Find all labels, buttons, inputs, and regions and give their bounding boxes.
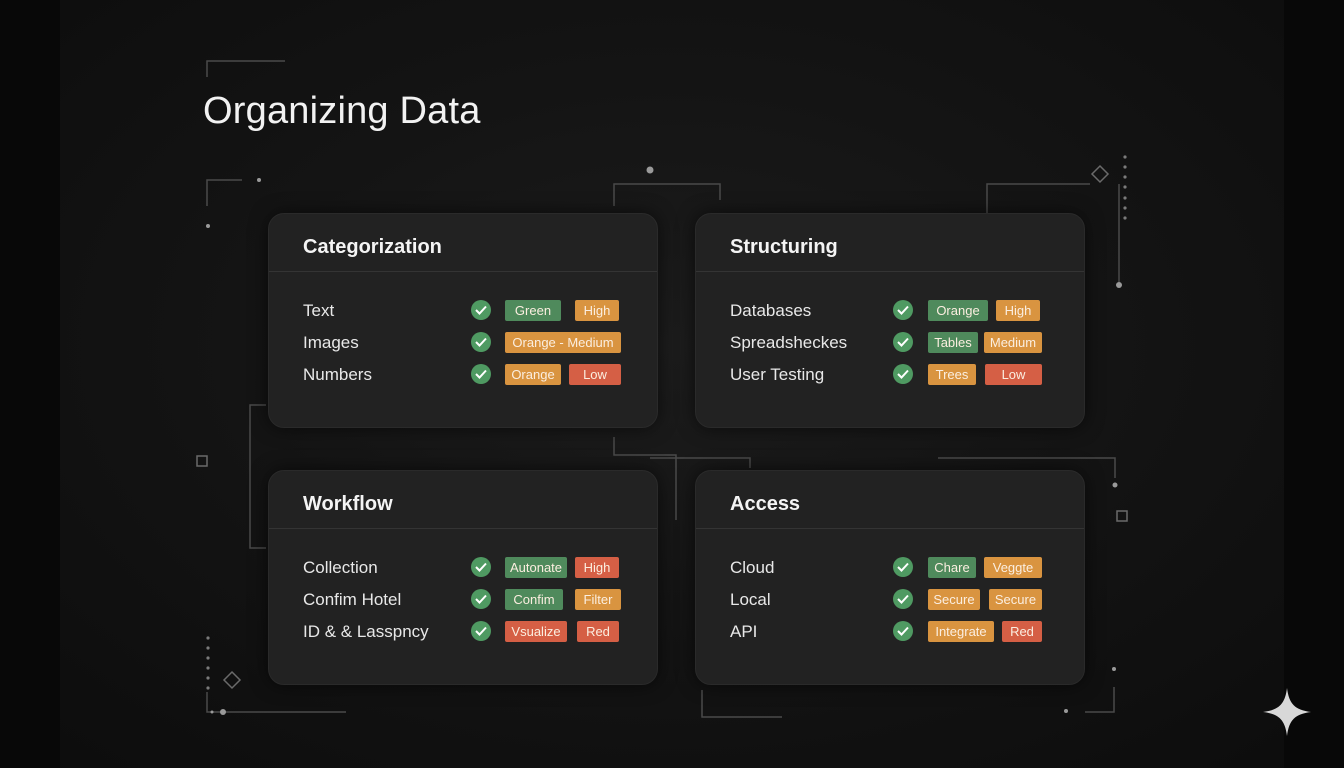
list-item: ID & & Lasspncy Vsualize Red xyxy=(303,620,657,644)
card-access: Access Cloud Chare Veggte Local Secure S… xyxy=(695,470,1085,685)
check-circle-icon xyxy=(893,332,913,352)
check-circle-icon xyxy=(471,364,491,384)
tag: Chare xyxy=(928,557,976,578)
tag: Medium xyxy=(984,332,1042,353)
check-circle-icon xyxy=(893,589,913,609)
tag: Filter xyxy=(575,589,621,610)
tag: Red xyxy=(577,621,619,642)
item-label: ID & & Lasspncy xyxy=(303,622,429,641)
right-edge-shade xyxy=(1284,0,1344,768)
item-label: Confim Hotel xyxy=(303,590,402,609)
tag: Veggte xyxy=(984,557,1042,578)
tag: Low xyxy=(985,364,1042,385)
card-divider xyxy=(269,528,657,529)
check-circle-icon xyxy=(471,332,491,352)
check-circle-icon xyxy=(471,557,491,577)
card-divider xyxy=(269,271,657,272)
tag: Integrate xyxy=(928,621,994,642)
item-label: API xyxy=(730,622,758,641)
tag: Orange xyxy=(505,364,561,385)
card-title: Categorization xyxy=(303,236,442,258)
list-item: API Integrate Red xyxy=(730,620,1084,644)
item-label: Numbers xyxy=(303,365,372,384)
list-item: User Testing Trees Low xyxy=(730,363,1084,387)
item-label: Cloud xyxy=(730,558,775,577)
card-title: Access xyxy=(730,493,801,515)
item-label: Local xyxy=(730,590,771,609)
item-label: Collection xyxy=(303,558,378,577)
check-circle-icon xyxy=(893,621,913,641)
check-circle-icon xyxy=(893,557,913,577)
tag: High xyxy=(575,557,619,578)
tag: High xyxy=(996,300,1040,321)
list-item: Numbers Orange Low xyxy=(303,363,657,387)
list-item: Cloud Chare Veggte xyxy=(730,556,1084,580)
check-circle-icon xyxy=(471,300,491,320)
tag: Green xyxy=(505,300,561,321)
tag: Secure xyxy=(928,589,980,610)
tag: Orange xyxy=(928,300,988,321)
tag: Autonate xyxy=(505,557,567,578)
card-divider xyxy=(696,271,1084,272)
page-title: Organizing Data xyxy=(203,90,481,132)
tag: High xyxy=(575,300,619,321)
check-circle-icon xyxy=(471,589,491,609)
tag: Tables xyxy=(928,332,978,353)
list-item: Collection Autonate High xyxy=(303,556,657,580)
card-title: Structuring xyxy=(730,236,838,258)
tag: Confim xyxy=(505,589,563,610)
left-edge-shade xyxy=(0,0,60,768)
card-title: Workflow xyxy=(303,493,393,515)
tag: Vsualize xyxy=(505,621,567,642)
card-workflow: Workflow Collection Autonate High Confim… xyxy=(268,470,658,685)
list-item: Images Orange - Medium xyxy=(303,331,657,355)
tag: Red xyxy=(1002,621,1042,642)
tag: Secure xyxy=(989,589,1042,610)
item-label: Text xyxy=(303,301,335,320)
sparkle-icon xyxy=(1263,688,1311,736)
card-divider xyxy=(696,528,1084,529)
check-circle-icon xyxy=(893,364,913,384)
check-circle-icon xyxy=(471,621,491,641)
list-item: Databases Orange High xyxy=(730,299,1084,323)
tag: Trees xyxy=(928,364,976,385)
check-circle-icon xyxy=(893,300,913,320)
card-structuring: Structuring Databases Orange High Spread… xyxy=(695,213,1085,428)
list-item: Confim Hotel Confim Filter xyxy=(303,588,657,612)
list-item: Spreadsheckes Tables Medium xyxy=(730,331,1084,355)
list-item: Text Green High xyxy=(303,299,657,323)
card-categorization: Categorization Text Green High Images Or… xyxy=(268,213,658,428)
tag: Low xyxy=(569,364,621,385)
list-item: Local Secure Secure xyxy=(730,588,1084,612)
tag: Orange - Medium xyxy=(505,332,621,353)
item-label: Databases xyxy=(730,301,812,320)
item-label: Spreadsheckes xyxy=(730,333,848,352)
item-label: User Testing xyxy=(730,365,825,384)
item-label: Images xyxy=(303,333,359,352)
